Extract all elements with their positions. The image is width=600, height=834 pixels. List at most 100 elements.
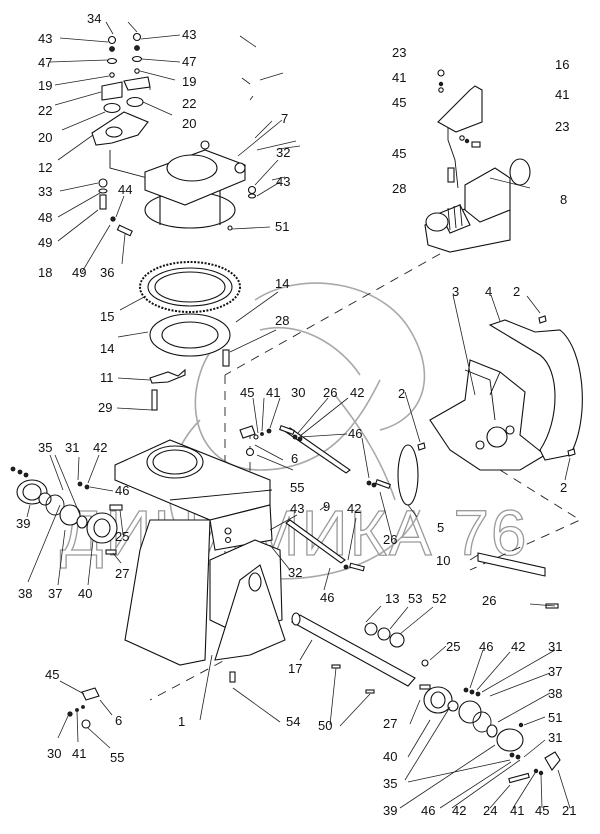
callout: 2 <box>513 284 520 299</box>
main-housing <box>114 439 273 666</box>
callout: 45 <box>392 146 406 161</box>
callout: 9 <box>323 499 330 514</box>
callout: 20 <box>38 130 52 145</box>
callout: 37 <box>48 586 62 601</box>
callout: 45 <box>392 95 406 110</box>
left-bearing-assembly <box>10 466 123 555</box>
callout: 30 <box>291 385 305 400</box>
callout: 18 <box>38 265 52 280</box>
callout: 41 <box>266 385 280 400</box>
callout: 29 <box>98 400 112 415</box>
bolt-29 <box>151 389 158 411</box>
callout: 27 <box>115 566 129 581</box>
callout: 36 <box>100 265 114 280</box>
callout: 2 <box>398 386 405 401</box>
callout: 10 <box>436 553 450 568</box>
callout: 45 <box>45 667 59 682</box>
callout: 26 <box>323 385 337 400</box>
callout: 6 <box>291 451 298 466</box>
callout: 46 <box>348 426 362 441</box>
pin-28 <box>222 349 230 367</box>
plate-5 <box>397 444 419 506</box>
callout: 17 <box>288 661 302 676</box>
callout: 42 <box>350 385 364 400</box>
callout: 28 <box>275 313 289 328</box>
callout: 46 <box>479 639 493 654</box>
callout: 41 <box>510 803 524 818</box>
callout: 47 <box>182 54 196 69</box>
callout: 15 <box>100 309 114 324</box>
callout: 40 <box>78 586 92 601</box>
bearing-plate <box>149 313 231 357</box>
callout: 6 <box>115 713 122 728</box>
callout: 53 <box>408 591 422 606</box>
callout: 48 <box>38 210 52 225</box>
callout: 12 <box>38 160 52 175</box>
callout: 23 <box>392 45 406 60</box>
callout: 23 <box>555 119 569 134</box>
callout: 49 <box>38 235 52 250</box>
callout: 5 <box>437 520 444 535</box>
bracket-10 <box>477 552 546 577</box>
drive-motor <box>424 69 531 253</box>
callout: 46 <box>115 483 129 498</box>
callout: 31 <box>548 730 562 745</box>
callout: 21 <box>562 803 576 818</box>
callout: 26 <box>482 593 496 608</box>
callout-labels: 34 43 43 47 47 19 19 22 22 20 20 12 7 32… <box>16 11 576 818</box>
callout: 43 <box>182 27 196 42</box>
callout: 52 <box>432 591 446 606</box>
callout: 14 <box>100 341 114 356</box>
fan-frame <box>429 359 546 471</box>
strap-11 <box>149 368 186 384</box>
callout: 42 <box>452 803 466 818</box>
callout: 1 <box>178 714 185 729</box>
clips-2 <box>417 315 576 457</box>
callout: 14 <box>275 276 289 291</box>
callout: 51 <box>548 710 562 725</box>
callout: 46 <box>421 803 435 818</box>
upper-housing <box>144 140 246 229</box>
callout: 28 <box>392 181 406 196</box>
callout: 44 <box>118 182 132 197</box>
callout: 19 <box>182 74 196 89</box>
callout: 37 <box>548 664 562 679</box>
left-hardware <box>98 178 257 237</box>
callout: 25 <box>115 529 129 544</box>
callout: 45 <box>535 803 549 818</box>
callout: 55 <box>110 750 124 765</box>
callout: 39 <box>16 516 30 531</box>
callout: 11 <box>100 370 114 385</box>
top-hardware-stack <box>91 32 151 146</box>
callout: 32 <box>288 565 302 580</box>
bottom-left-hardware <box>67 425 391 729</box>
callout: 49 <box>72 265 86 280</box>
assembly-guides <box>109 125 581 701</box>
callout: 22 <box>38 103 52 118</box>
callout: 35 <box>38 440 52 455</box>
callout: 32 <box>276 145 290 160</box>
callout: 40 <box>383 749 397 764</box>
callout: 42 <box>93 440 107 455</box>
leader-lines <box>26 21 571 809</box>
callout: 45 <box>240 385 254 400</box>
callout: 22 <box>182 96 196 111</box>
watermark-text: ДИНАМИКА 76 <box>60 497 529 569</box>
callout: 35 <box>383 776 397 791</box>
ring-gear <box>139 261 241 313</box>
callout: 43 <box>38 31 52 46</box>
shaft <box>291 612 416 687</box>
callout: 33 <box>38 184 52 199</box>
callout: 13 <box>385 591 399 606</box>
callout: 41 <box>555 87 569 102</box>
side-bracket <box>209 539 286 661</box>
callout: 38 <box>18 586 32 601</box>
right-bearing-assembly <box>364 622 561 784</box>
callout: 41 <box>392 70 406 85</box>
callout: 43 <box>290 501 304 516</box>
callout: 50 <box>318 718 332 733</box>
callout: 2 <box>560 480 567 495</box>
callout: 42 <box>347 501 361 516</box>
